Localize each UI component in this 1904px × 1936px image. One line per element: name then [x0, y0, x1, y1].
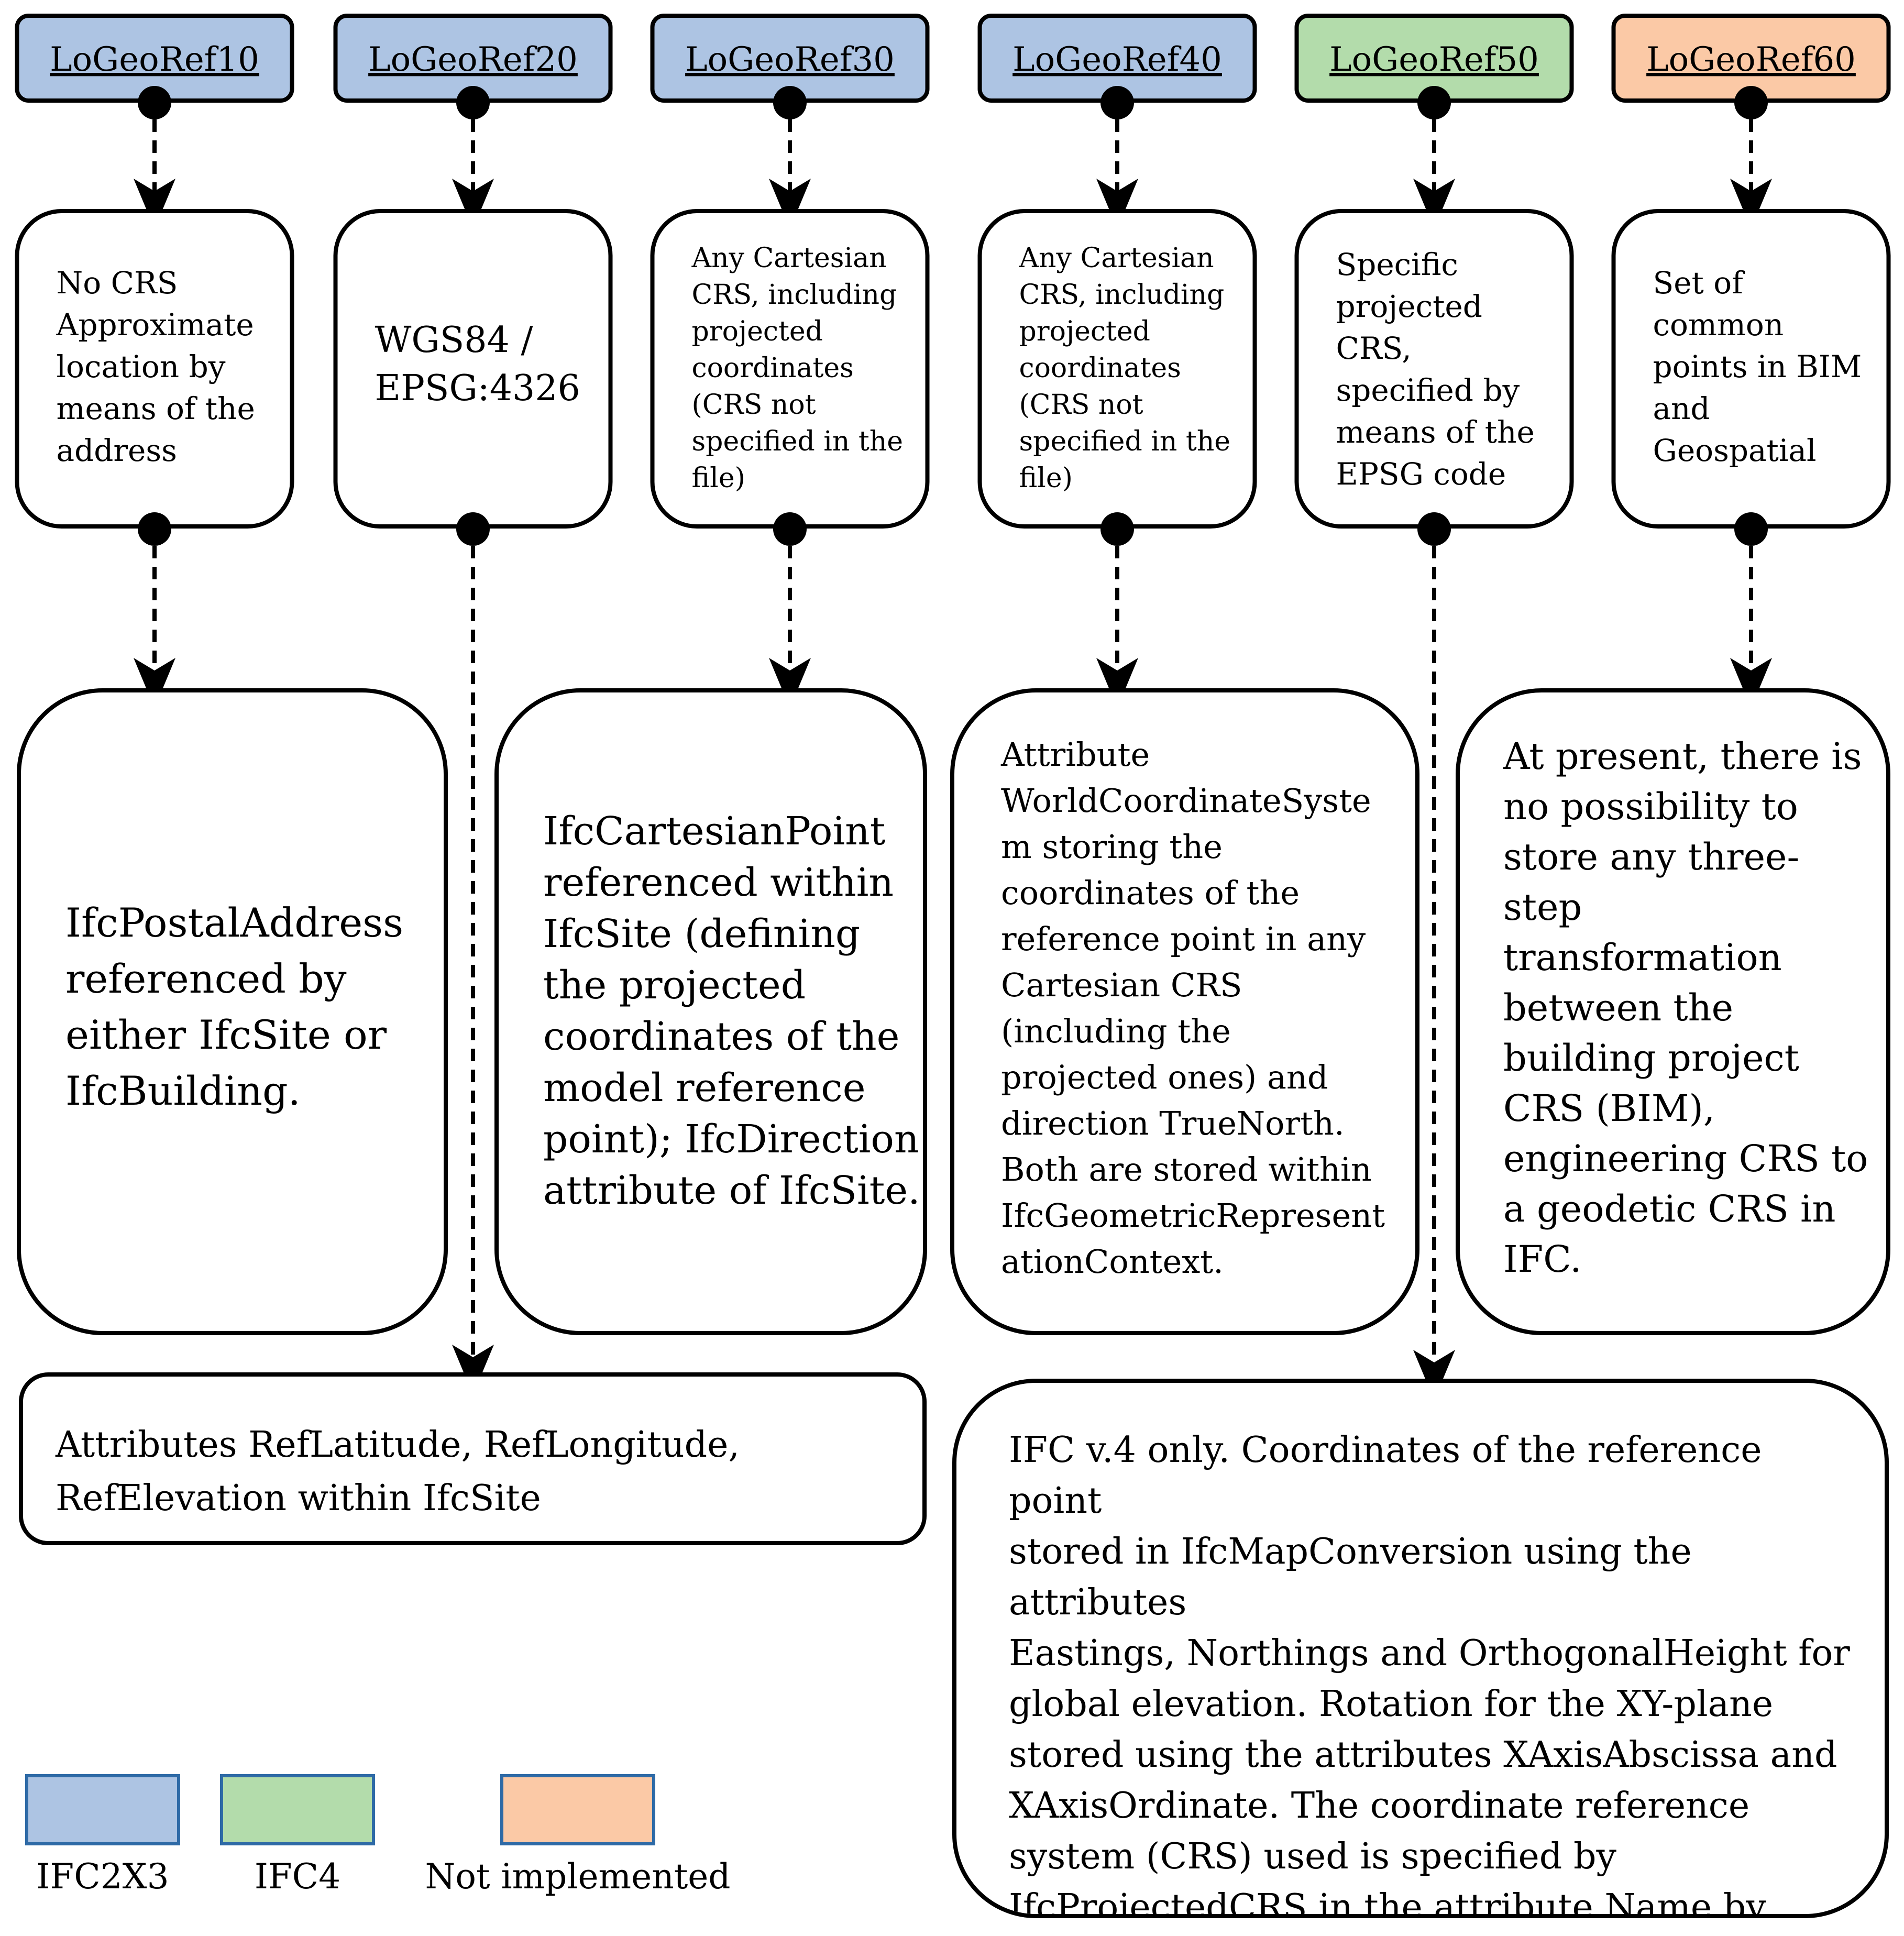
level-label-30[interactable]: LoGeoRef30 — [685, 40, 895, 79]
connector-dot — [138, 512, 171, 546]
detail-box-map-conversion: IFC v.4 only. Coordinates of the referen… — [952, 1379, 1889, 1918]
connector-dot — [138, 86, 171, 119]
level-label-60[interactable]: LoGeoRef60 — [1646, 40, 1856, 79]
level-label-40[interactable]: LoGeoRef40 — [1012, 40, 1222, 79]
level-description-20: WGS84 /EPSG:4326 — [375, 320, 580, 409]
legend-label-1: IFC2X3 — [36, 1856, 169, 1897]
detail-box-postal-address — [17, 688, 448, 1335]
connector-dot — [1100, 86, 1134, 119]
legend-swatch-2 — [220, 1774, 375, 1845]
connector-dot — [773, 86, 807, 119]
connector-dot — [456, 512, 490, 546]
legend-label-3: Not implemented — [425, 1856, 730, 1897]
level-label-50[interactable]: LoGeoRef50 — [1329, 40, 1539, 79]
connector-dot — [456, 86, 490, 119]
connector-dot — [773, 512, 807, 546]
connector-dot — [1417, 86, 1451, 119]
detail-box-world-coordinate-system — [950, 688, 1419, 1335]
connector-dot — [1734, 512, 1768, 546]
level-label-20[interactable]: LoGeoRef20 — [368, 40, 578, 79]
level-boxes: LoGeoRef10 LoGeoRef20 LoGeoRef30 LoGeoRef40… — [15, 14, 1891, 103]
detail-box-three-step — [1456, 688, 1890, 1335]
detail-box-cartesian-point — [494, 688, 927, 1335]
detail-box-ref-latitude: Attributes RefLatitude, RefLongitude, Re… — [19, 1372, 927, 1545]
connector-dot — [1734, 86, 1768, 119]
legend-swatch-3 — [500, 1774, 655, 1845]
connector-dots — [138, 86, 1768, 546]
legend-swatch-1 — [25, 1774, 180, 1845]
legend-label-2: IFC4 — [255, 1856, 340, 1897]
connector-dot — [1417, 512, 1451, 546]
connector-dot — [1100, 512, 1134, 546]
legend: IFC2X3 IFC4 Not implemented — [25, 1774, 731, 1897]
connector-arrows — [134, 119, 1772, 1400]
level-label-10[interactable]: LoGeoRef10 — [50, 40, 259, 79]
